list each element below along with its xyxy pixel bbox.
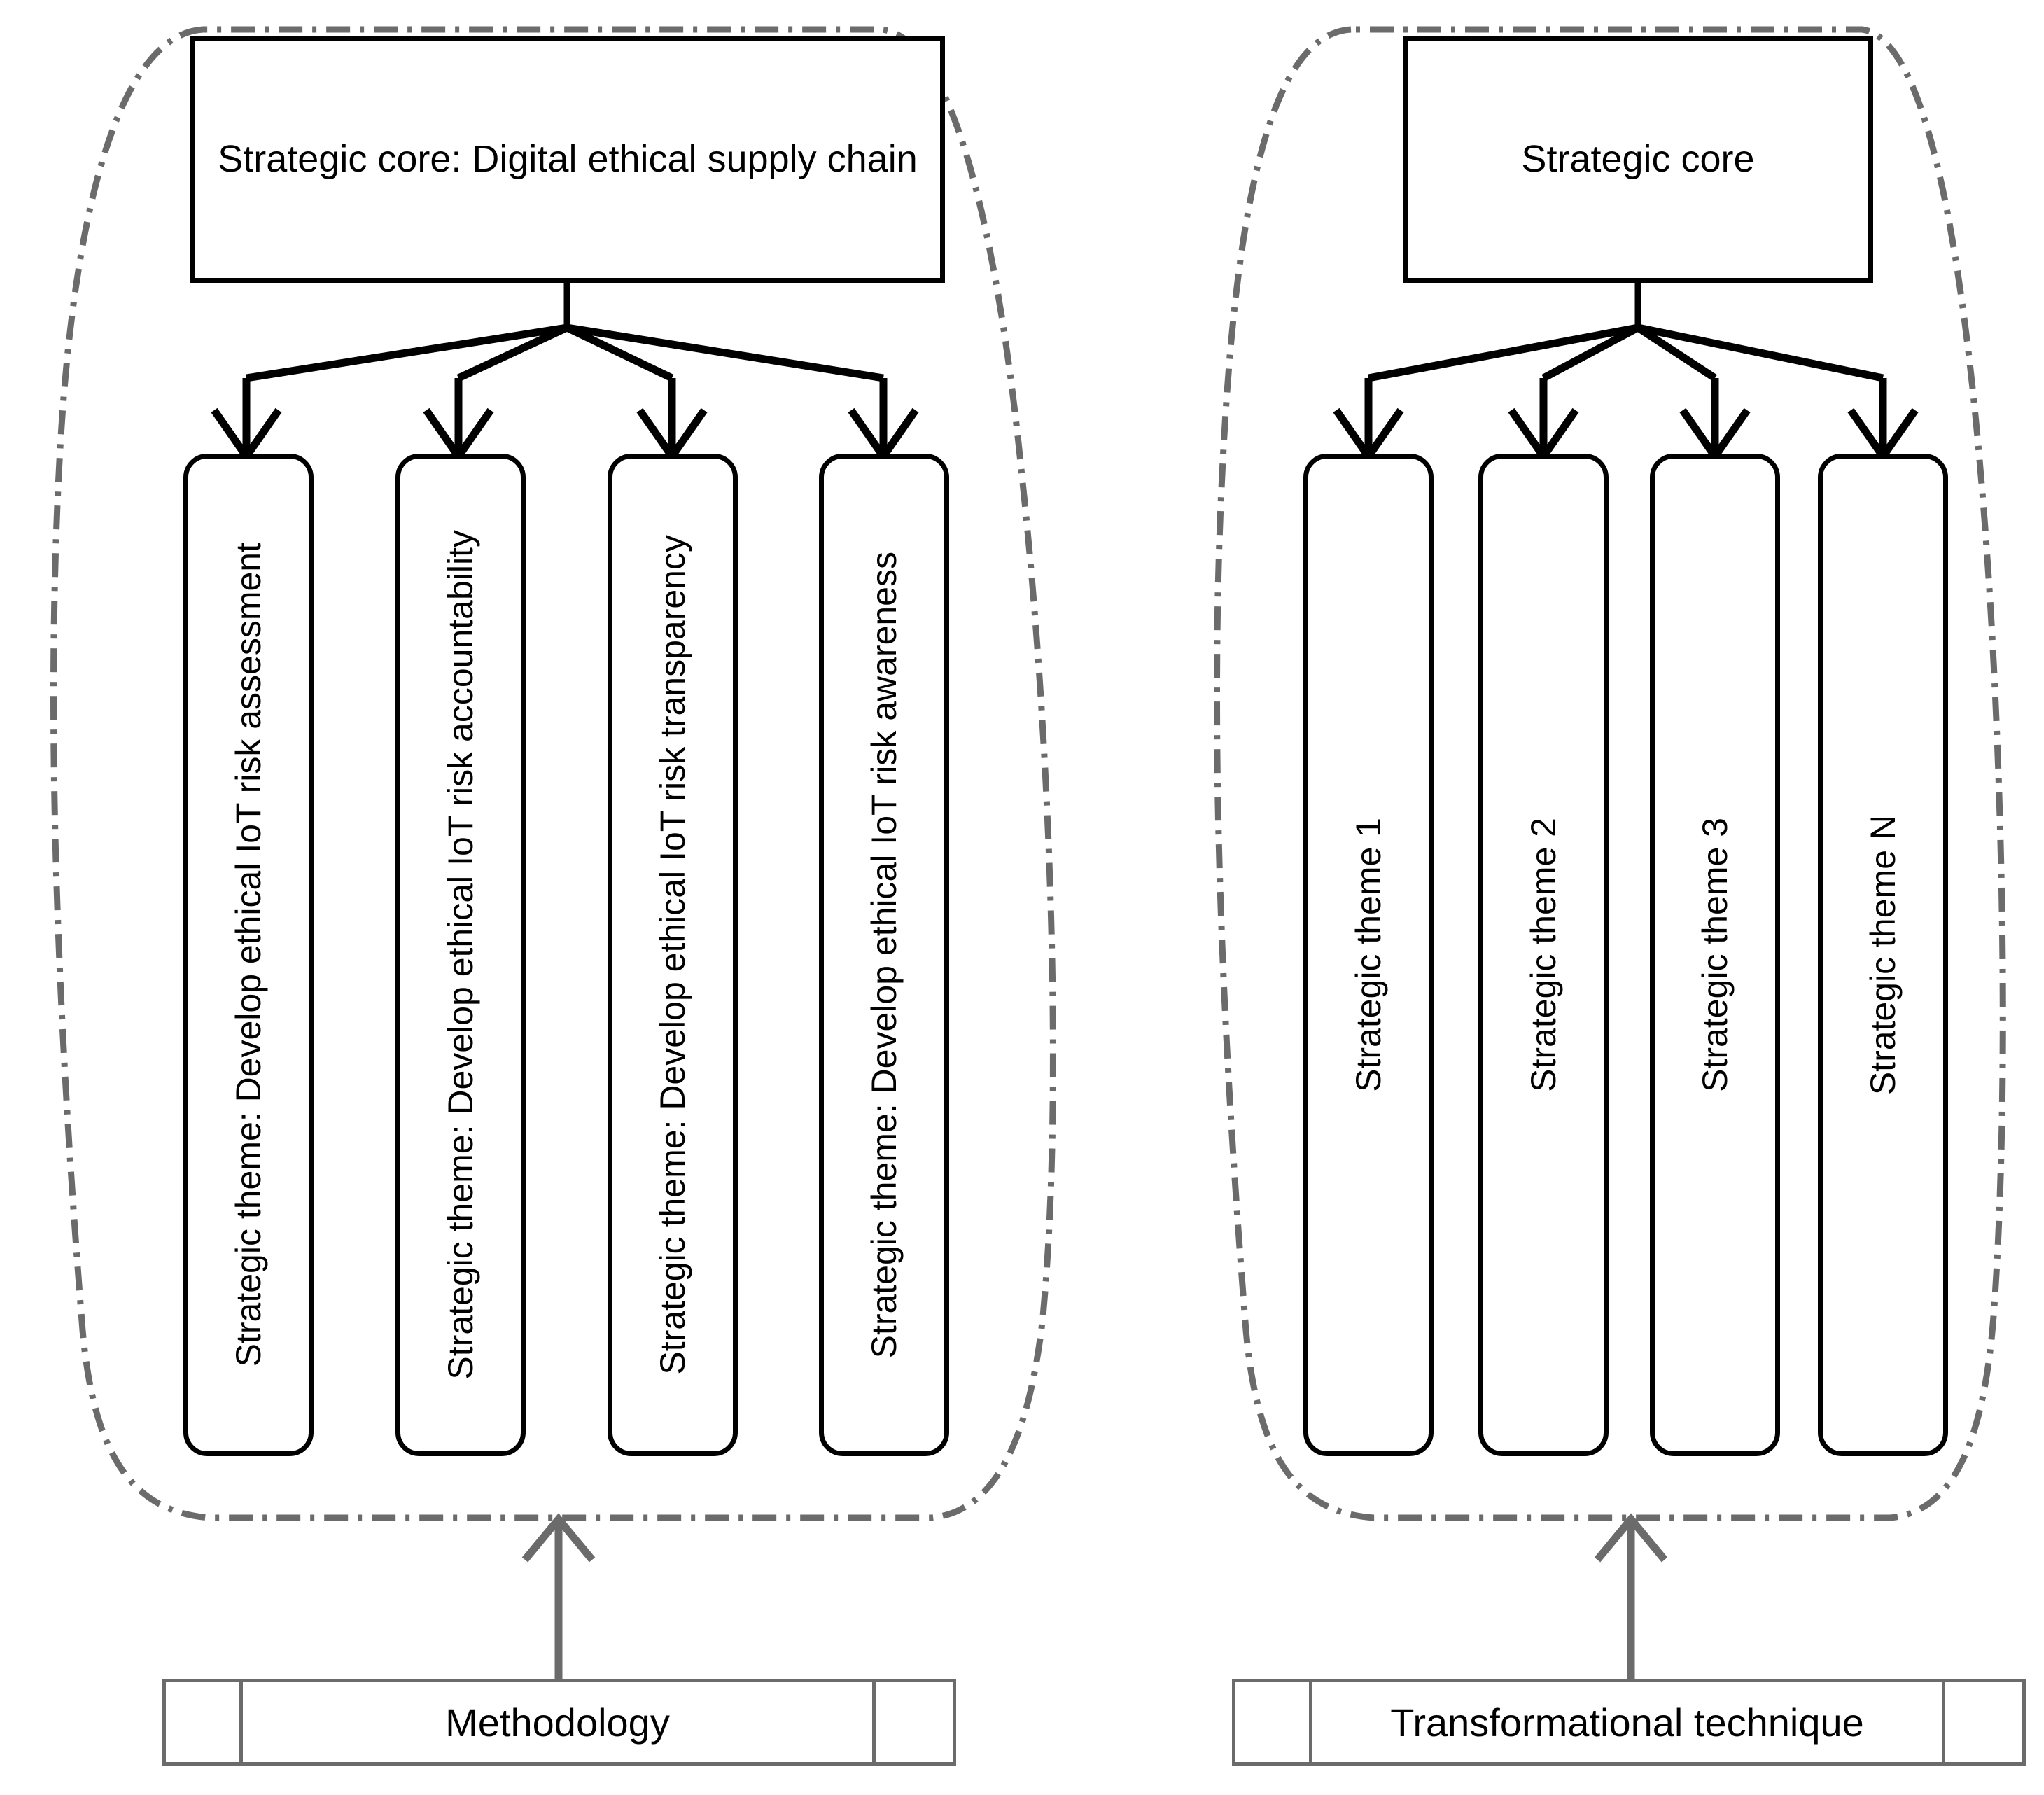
strategic-theme-label-left-2: Strategic theme: Develop ethical IoT ris…: [441, 530, 480, 1380]
connector-branch-left-1: [246, 323, 568, 382]
arrow-head-left-1: [211, 407, 282, 463]
theme-text-wrap: Strategic theme N: [1823, 459, 1943, 1451]
strategic-theme-box-right-2[interactable]: Strategic theme 2: [1478, 454, 1609, 1456]
arrow-head-right-1: [1333, 407, 1404, 463]
strategic-theme-label-right-4: Strategic theme N: [1863, 814, 1903, 1096]
strategic-core-label-left: Strategic core: Digital ethical supply c…: [218, 138, 918, 181]
strategic-theme-box-left-2[interactable]: Strategic theme: Develop ethical IoT ris…: [396, 454, 526, 1456]
theme-text-wrap: Strategic theme: Develop ethical IoT ris…: [824, 459, 944, 1451]
strategic-theme-box-left-1[interactable]: Strategic theme: Develop ethical IoT ris…: [183, 454, 314, 1456]
strategic-theme-label-left-4: Strategic theme: Develop ethical IoT ris…: [864, 551, 904, 1359]
strategic-theme-box-right-4[interactable]: Strategic theme N: [1818, 454, 1948, 1456]
arrow-head-right-3: [1679, 407, 1751, 463]
connector-branch-right-4: [1637, 323, 1884, 382]
foundation-arrow-head-left: [522, 1513, 596, 1563]
foundation-bar-left-segment-main: Methodology: [243, 1682, 876, 1762]
theme-text-wrap: Strategic theme: Develop ethical IoT ris…: [400, 459, 521, 1451]
foundation-arrow-head-right: [1594, 1513, 1668, 1563]
connector-branch-left-3: [565, 324, 674, 382]
foundation-bar-right[interactable]: Transformational technique: [1232, 1679, 2026, 1766]
foundation-bar-left-segment-end: [876, 1682, 953, 1762]
strategic-theme-box-right-3[interactable]: Strategic theme 3: [1650, 454, 1780, 1456]
foundation-bar-right-segment-end: [1945, 1682, 2022, 1762]
arrow-head-left-4: [848, 407, 919, 463]
strategic-theme-label-right-2: Strategic theme 2: [1524, 818, 1563, 1092]
theme-text-wrap: Strategic theme: Develop ethical IoT ris…: [188, 459, 309, 1451]
foundation-bar-right-segment-start: [1236, 1682, 1312, 1762]
strategic-theme-box-left-3[interactable]: Strategic theme: Develop ethical IoT ris…: [608, 454, 738, 1456]
foundation-bar-left[interactable]: Methodology: [162, 1679, 956, 1766]
foundation-bar-right-segment-main: Transformational technique: [1312, 1682, 1945, 1762]
strategic-theme-label-right-3: Strategic theme 3: [1695, 818, 1735, 1092]
arrow-head-right-4: [1847, 407, 1919, 463]
strategic-theme-label-left-1: Strategic theme: Develop ethical IoT ris…: [229, 543, 268, 1367]
strategic-theme-box-left-4[interactable]: Strategic theme: Develop ethical IoT ris…: [819, 454, 949, 1456]
strategic-core-box-left[interactable]: Strategic core: Digital ethical supply c…: [190, 36, 945, 283]
foundation-label-right: Transformational technique: [1390, 1700, 1864, 1745]
connector-branch-right-1: [1367, 323, 1639, 382]
arrow-head-left-2: [423, 407, 494, 463]
theme-text-wrap: Strategic theme 1: [1308, 459, 1429, 1451]
connector-branch-right-2: [1541, 324, 1640, 382]
foundation-label-left: Methodology: [445, 1700, 670, 1745]
arrow-head-right-2: [1508, 407, 1579, 463]
connector-branch-left-2: [456, 324, 569, 382]
foundation-bar-left-segment-start: [166, 1682, 243, 1762]
connector-branch-left-4: [566, 323, 884, 382]
strategic-core-box-right[interactable]: Strategic core: [1403, 36, 1873, 283]
connector-branch-right-3: [1635, 324, 1718, 382]
theme-text-wrap: Strategic theme 3: [1655, 459, 1775, 1451]
strategic-theme-box-right-1[interactable]: Strategic theme 1: [1303, 454, 1434, 1456]
theme-text-wrap: Strategic theme 2: [1483, 459, 1604, 1451]
theme-text-wrap: Strategic theme: Develop ethical IoT ris…: [612, 459, 733, 1451]
strategic-theme-label-left-3: Strategic theme: Develop ethical IoT ris…: [653, 535, 692, 1375]
strategic-theme-label-right-1: Strategic theme 1: [1349, 818, 1388, 1092]
strategic-core-label-right: Strategic core: [1521, 138, 1755, 181]
arrow-head-left-3: [636, 407, 708, 463]
